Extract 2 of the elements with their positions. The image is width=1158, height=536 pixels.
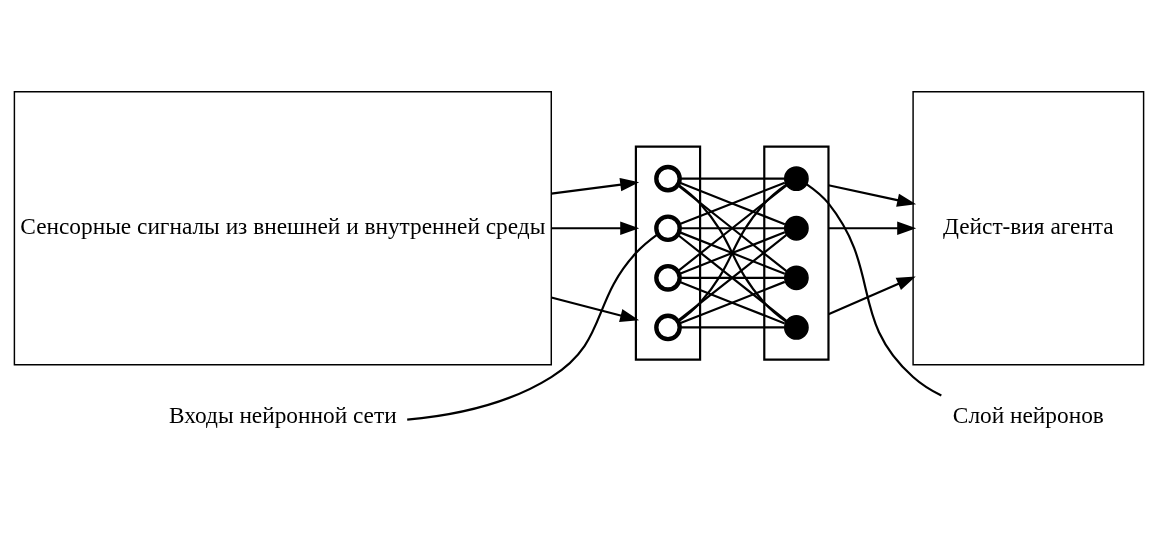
- node-text: Входы нейронной сети: [169, 402, 397, 429]
- node-text: Слой нейронов: [952, 402, 1104, 429]
